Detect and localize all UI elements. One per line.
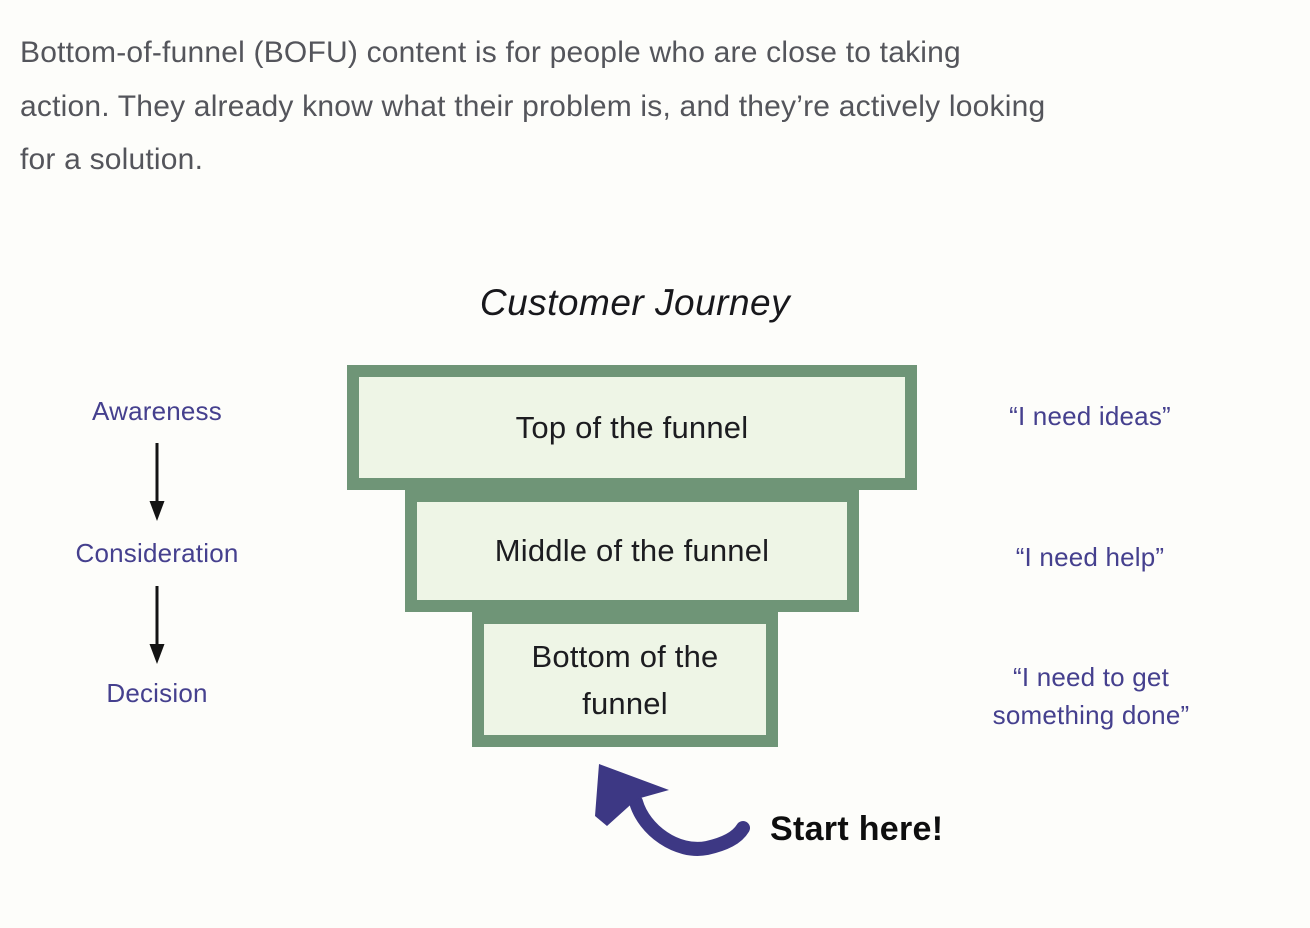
curved-arrow-icon bbox=[592, 758, 750, 860]
intro-line-2: action. They already know what their pro… bbox=[20, 89, 1046, 123]
funnel-tier-middle: Middle of the funnel bbox=[405, 490, 859, 612]
funnel-tier-bottom-label: Bottom of the funnel bbox=[484, 624, 766, 735]
intro-paragraph: Bottom-of-funnel (BOFU) content is for p… bbox=[20, 26, 1290, 187]
stage-label-decision: Decision bbox=[106, 678, 208, 708]
funnel-tier-bottom: Bottom of the funnel bbox=[472, 612, 778, 747]
down-arrow-icon bbox=[146, 584, 168, 673]
stage-label-consideration: Consideration bbox=[75, 538, 239, 568]
funnel-tier-middle-label: Middle of the funnel bbox=[417, 502, 847, 600]
stage-label-awareness: Awareness bbox=[92, 396, 222, 426]
quote-bottom-funnel: “I need to get something done” bbox=[992, 662, 1190, 730]
intro-line-3: for a solution. bbox=[20, 143, 204, 176]
diagram-title: Customer Journey bbox=[479, 282, 791, 323]
down-arrow-icon bbox=[146, 441, 168, 530]
start-here-label: Start here! bbox=[770, 810, 944, 848]
quote-middle-funnel: “I need help” bbox=[1015, 542, 1165, 572]
quote-top-funnel: “I need ideas” bbox=[1009, 401, 1171, 431]
intro-line-1: Bottom-of-funnel (BOFU) content is for p… bbox=[20, 36, 961, 69]
funnel-tier-top-label: Top of the funnel bbox=[359, 377, 905, 478]
funnel-tier-top: Top of the funnel bbox=[347, 365, 917, 490]
